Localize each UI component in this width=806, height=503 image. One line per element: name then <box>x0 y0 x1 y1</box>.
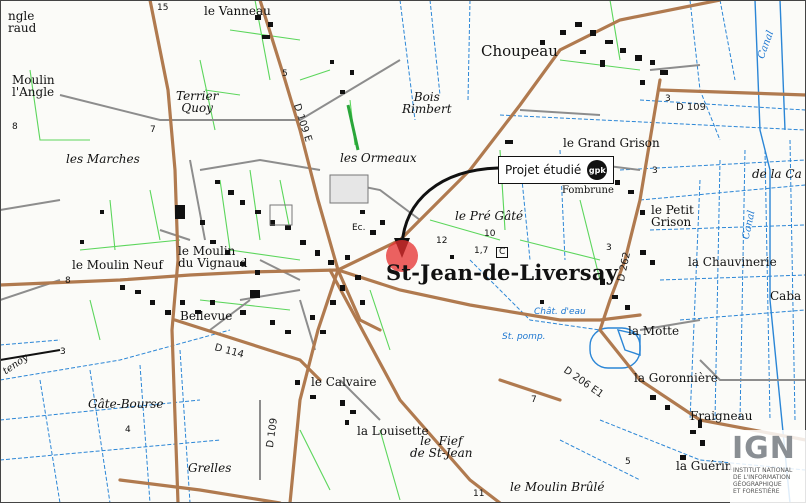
ign-subtitle: INSTITUT NATIONAL DE L'INFORMATION GÉOGR… <box>733 467 793 495</box>
project-callout[interactable]: Projet étudié gpk <box>498 156 615 184</box>
number-label: 15 <box>157 3 169 13</box>
label-grelles: Grelles <box>188 461 232 475</box>
ign-logo: IGN <box>732 431 796 466</box>
label-le-fief-de-st-jean: le Fief de St-Jean <box>410 434 473 460</box>
label-angle-graud: ngle raud <box>8 9 37 35</box>
callout-text: Projet étudié <box>505 163 582 177</box>
label-la-louisette: la Louisette <box>357 424 429 438</box>
number-label: 8 <box>65 276 71 286</box>
label-fombrune: Fombrune <box>562 185 614 196</box>
label-la-motte: la Motte <box>628 324 680 338</box>
number-label: 3 <box>665 94 671 104</box>
label-le-moulin-brule: le Moulin Brûlé <box>510 480 605 494</box>
label-st-pomp: St. pomp. <box>502 332 546 342</box>
number-label: 3 <box>60 347 66 357</box>
label-le-moulin-du-vignaud: le Moulin du Vignaud <box>178 244 248 270</box>
label-chateau-deau: Chât. d'eau <box>534 307 586 317</box>
number-label: 5 <box>625 457 631 467</box>
label-st-jean-de-liversay: St-Jean-de-Liversay <box>386 260 619 285</box>
number-label: 3 <box>606 243 612 253</box>
number-label: 4 <box>125 425 131 435</box>
label-le-moulin-neuf: le Moulin Neuf <box>72 258 163 272</box>
label-moulin-angle: Moulin l'Angle <box>12 73 55 99</box>
label-choupeau: Choupeau <box>481 42 558 60</box>
number-label: 7 <box>150 125 156 135</box>
number-label: 3 <box>652 166 658 176</box>
number-label: 11 <box>473 489 485 499</box>
label-de-la-ca: de la Ca <box>752 167 802 181</box>
label-le-pre-gate: le Pré Gâté <box>455 209 524 223</box>
number-label: 10 <box>484 229 496 239</box>
label-le-vanneau: le Vanneau <box>204 4 271 18</box>
label-bellevue: Bellevue <box>180 309 233 323</box>
label-la-chauvinerie: la Chauvinerie <box>688 255 777 269</box>
ign-attribution: IGN INSTITUT NATIONAL DE L'INFORMATION G… <box>730 430 806 503</box>
road-label-d109-east: D 109 <box>676 102 706 113</box>
number-label: 1,7 <box>474 246 489 256</box>
label-les-marches: les Marches <box>66 152 140 166</box>
label-la-guerin: la Guérin <box>676 459 733 473</box>
label-le-calvaire: le Calvaire <box>311 375 377 389</box>
number-label: 8 <box>12 122 18 132</box>
label-le-petit-grison: le Petit Grison <box>651 203 694 229</box>
label-fraigneau: Fraigneau <box>690 409 753 423</box>
label-caba: Caba <box>770 289 802 303</box>
project-location-marker[interactable] <box>386 240 418 272</box>
label-ecole: Ec. <box>352 223 366 233</box>
gpk-logo-icon: gpk <box>587 160 608 180</box>
label-gate-bourse: Gâte-Bourse <box>88 397 164 411</box>
label-le-grand-grison: le Grand Grison <box>563 136 660 150</box>
number-label: 12 <box>436 236 448 246</box>
number-label: 7 <box>531 395 537 405</box>
label-les-ormeaux: les Ormeaux <box>340 151 417 165</box>
number-label: C <box>496 247 509 258</box>
number-label: 5 <box>282 69 288 79</box>
label-terrier-quoy: Terrier Quoy <box>176 89 219 115</box>
label-la-goronniere: la Goronnière <box>634 371 718 385</box>
label-bois-rimbert: Bois Rimbert <box>402 90 452 116</box>
